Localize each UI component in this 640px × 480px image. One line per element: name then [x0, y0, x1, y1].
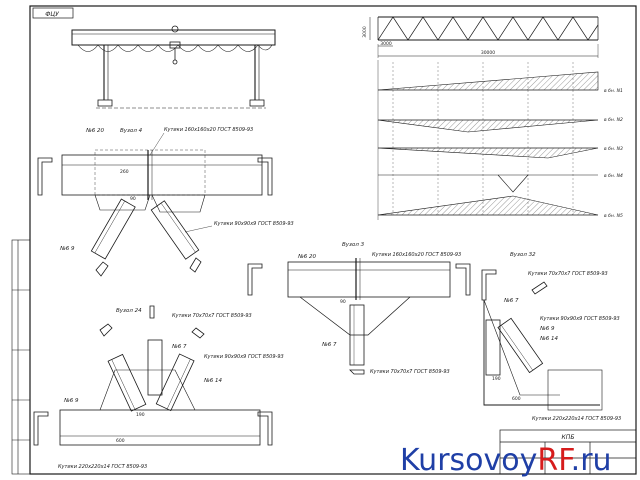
diagram-label-5: в бн. N5: [604, 213, 623, 219]
node-3-drawing: [247, 258, 471, 375]
node-24-brace-a: Кутики 70х70х7 ГОСТ 8509-93: [172, 313, 252, 319]
node-4-dim-a: 260: [120, 169, 129, 175]
node-4-tag-top: №6 20: [85, 128, 104, 134]
node-3-brace-label: Кутики 70х70х7 ГОСТ 8509-93: [370, 369, 450, 375]
node-24-brace-b: Кутики 90х90х9 ГОСТ 8509-93: [204, 354, 284, 360]
watermark-logo: KursovoyRF.ru: [400, 443, 612, 478]
node-4-tag-side: №6 9: [59, 246, 75, 252]
node-32-dim-a: 190: [492, 376, 501, 382]
node-4-brace-label: Кутики 90х90х9 ГОСТ 8509-93: [214, 221, 294, 227]
node-4-title: Вузол 4: [120, 128, 143, 134]
truss-elevation: [369, 16, 599, 58]
node-24-tag-a: №6 7: [171, 344, 187, 350]
watermark-part3: .ru: [571, 443, 612, 478]
node-3-chord-label: Кутики 160х160х20 ГОСТ 8509-93: [372, 252, 461, 258]
diagram-label-2: в бн. N2: [604, 117, 623, 123]
title-block-code: КПБ: [562, 434, 575, 441]
diagram-label-4: в бн. N4: [604, 173, 623, 179]
truss-dim-panel: 3000: [380, 41, 392, 47]
watermark-part2: RF: [537, 443, 574, 478]
truss-dim-height: 3000: [362, 26, 368, 38]
node-32-chord-label: Кутики 220х220х14 ГОСТ 8509-93: [532, 416, 621, 422]
node-3-tag-top: №6 20: [297, 254, 316, 260]
watermark-part1: Kursovoy: [400, 443, 537, 478]
node-32-tag-c: №6 14: [539, 336, 558, 342]
node-3-tag-side: №6 7: [321, 342, 337, 348]
node-24-dim-a: 190: [136, 412, 145, 418]
node-24-drawing: [33, 305, 273, 446]
crane-tag: ФЦУ: [45, 11, 59, 18]
node-32-drawing: [481, 269, 603, 411]
node-24-title: Вузол 24: [116, 308, 142, 314]
truss-dim-span: 30000: [481, 50, 495, 56]
influence-diagrams: [377, 60, 599, 220]
node-24-dim-b: 600: [116, 438, 125, 444]
node-32-brace-a: Кутики 70х70х7 ГОСТ 8509-93: [528, 271, 608, 277]
title-block: [499, 429, 637, 475]
node-24-chord-label: Кутики 220х220х14 ГОСТ 8509-93: [58, 464, 147, 470]
node-32-title: Вузол 32: [510, 252, 536, 258]
node-3-dim-a: 90: [340, 299, 346, 305]
left-margin-stamp: [11, 239, 31, 475]
node-32-brace-b: Кутики 90х90х9 ГОСТ 8509-93: [540, 316, 620, 322]
node-4-dim-b: 90: [130, 196, 136, 202]
diagram-label-1: в бн. N1: [604, 88, 623, 94]
node-32-tag-a: №6 7: [503, 298, 519, 304]
node-24-tag-b: №6 14: [203, 378, 222, 384]
node-4-chord-label: Кутики 160х160х20 ГОСТ 8509-93: [164, 127, 253, 133]
node-32-tag-b: №6 9: [539, 326, 555, 332]
node-32-dim-b: 600: [512, 396, 521, 402]
node-4-drawing: [37, 149, 273, 277]
node-24-tag-c: №6 9: [63, 398, 79, 404]
diagram-label-3: в бн. N3: [604, 146, 623, 152]
gantry-crane: [71, 25, 276, 109]
node-3-title: Вузол 3: [342, 242, 365, 248]
